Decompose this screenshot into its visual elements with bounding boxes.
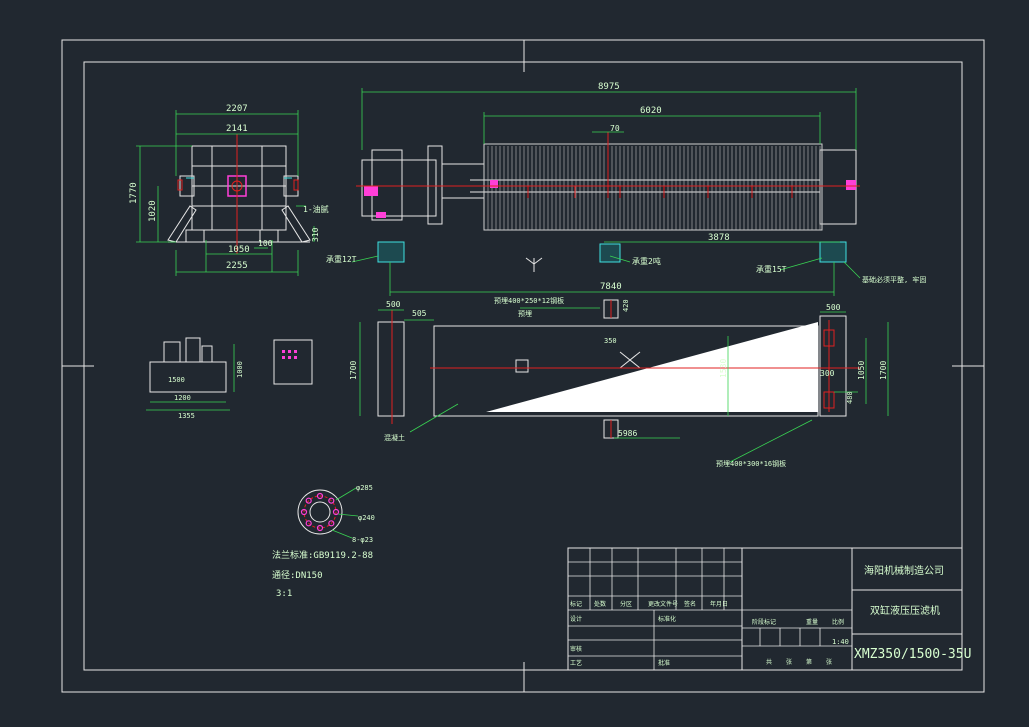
dim-350: 350 bbox=[604, 337, 617, 345]
flange-standard: 法兰标准:GB9119.2-88 bbox=[272, 549, 373, 561]
company-name: 海阳机械制造公司 bbox=[864, 564, 944, 577]
flange-pcd: φ240 bbox=[358, 514, 375, 522]
tb-bottom-2: 第 bbox=[806, 658, 812, 666]
tb-bottom-0: 共 bbox=[766, 658, 772, 666]
tb-mid-label-2: 比例 bbox=[832, 618, 844, 626]
dim-500-right: 500 bbox=[826, 303, 841, 312]
tb-mid-label-1: 重量 bbox=[806, 618, 818, 626]
flange-holes-dim: 8-φ23 bbox=[352, 536, 373, 544]
hydraulic-station: 1500 1000 1200 1355 bbox=[146, 337, 313, 420]
dim-2207: 2207 bbox=[226, 104, 248, 114]
filter-plate-pack bbox=[483, 143, 823, 231]
control-box bbox=[273, 339, 313, 385]
dim-1050: 1050 bbox=[857, 361, 866, 380]
dim-480: 480 bbox=[846, 391, 854, 404]
dim-1700-right: 1700 bbox=[879, 361, 888, 380]
inner-frame bbox=[83, 61, 963, 671]
dim-310: 310 bbox=[311, 227, 320, 242]
flange-dn: 通径:DN150 bbox=[272, 569, 323, 581]
load-mid: 承重2吨 bbox=[632, 256, 661, 266]
flange-outer bbox=[297, 489, 343, 535]
load-right: 承重15T bbox=[756, 264, 787, 274]
concrete-note: 混凝土 bbox=[384, 433, 405, 442]
dim-5986: 5986 bbox=[618, 429, 637, 438]
foundation-right bbox=[819, 241, 847, 263]
dim-8975: 8975 bbox=[598, 82, 620, 92]
flange-detail: φ285 φ240 8-φ23 法兰标准:GB9119.2-88 通径:DN15… bbox=[272, 484, 375, 599]
dim-1770: 1770 bbox=[129, 182, 139, 204]
flange-scale: 3:1 bbox=[276, 589, 292, 599]
dim-3878: 3878 bbox=[708, 233, 730, 243]
embed-note: 预埋 bbox=[518, 309, 532, 318]
dim-1700-left: 1700 bbox=[349, 361, 358, 380]
tank-height: 1000 bbox=[236, 361, 244, 378]
tb-row-label-3: 更改文件号 bbox=[648, 600, 678, 608]
model-number: XMZ350/1500-35U bbox=[854, 647, 971, 662]
tb-bottom-1: 张 bbox=[786, 658, 792, 666]
tb-left-label-2: 审核 bbox=[570, 645, 582, 653]
dim-2141: 2141 bbox=[226, 124, 248, 134]
dim-100: 100 bbox=[258, 239, 273, 248]
front-view: 8975 6020 70 3878 7840 承重12T 承重2吨 承重15T … bbox=[326, 82, 926, 296]
oil-note: 1-油腻 bbox=[303, 204, 329, 214]
dim-6020: 6020 bbox=[640, 106, 662, 116]
embed-plate-bottom: 预埋400*300*16钢板 bbox=[716, 459, 786, 468]
flange-bolt-holes bbox=[300, 492, 340, 532]
tb-row-label-5: 年月日 bbox=[710, 600, 728, 608]
tank-width2: 1355 bbox=[178, 412, 195, 420]
tank-width1: 1200 bbox=[174, 394, 191, 402]
magenta-markers bbox=[364, 180, 856, 218]
dim-7840: 7840 bbox=[600, 282, 622, 292]
foundation-mid bbox=[599, 243, 621, 263]
product-name: 双缸液压压滤机 bbox=[870, 604, 940, 617]
filter-plates bbox=[487, 146, 821, 230]
tb-row-label-1: 处数 bbox=[594, 600, 606, 608]
tb-left-label-1: 标准化 bbox=[658, 615, 676, 623]
side-frame bbox=[191, 145, 287, 231]
tb-left-label-0: 设计 bbox=[570, 615, 582, 623]
tb-row-label-2: 分区 bbox=[620, 600, 632, 608]
foundation-note: 基础必须平整, 牢固 bbox=[862, 275, 926, 284]
scale-value: 1:40 bbox=[832, 638, 849, 646]
dim-1530: 1530 bbox=[719, 359, 728, 378]
embed-plate-top: 预埋400*250*12钢板 bbox=[494, 296, 564, 305]
tb-mid-label-0: 阶段标记 bbox=[752, 618, 776, 626]
dim-70: 70 bbox=[610, 124, 620, 133]
tb-left-label-4: 批准 bbox=[658, 659, 670, 667]
tank-label: 1500 bbox=[168, 376, 185, 384]
side-view: 2207 2141 1770 1020 1050 100 2255 310 1-… bbox=[129, 104, 329, 276]
tb-row-label-0: 标记 bbox=[570, 600, 582, 608]
title-block: 海阳机械制造公司 双缸液压压滤机 XMZ350/1500-35U 1:40 标记… bbox=[567, 547, 971, 671]
dim-420: 420 bbox=[622, 299, 630, 312]
head-assembly bbox=[361, 159, 437, 217]
dim-1020: 1020 bbox=[148, 200, 158, 222]
dim-2255: 2255 bbox=[226, 261, 248, 271]
plan-right-pad bbox=[819, 315, 847, 417]
pit-slope bbox=[486, 322, 818, 412]
tb-row-label-4: 签名 bbox=[684, 600, 696, 608]
dim-505: 505 bbox=[412, 309, 427, 318]
oil-tank bbox=[149, 361, 227, 393]
dim-300: 300 bbox=[820, 369, 835, 378]
load-left: 承重12T bbox=[326, 254, 357, 264]
dim-1050: 1050 bbox=[228, 245, 250, 255]
plan-view: 500 505 1700 1530 500 1050 1700 300 480 … bbox=[349, 296, 889, 468]
plan-left-pad bbox=[377, 321, 405, 417]
dim-500-left: 500 bbox=[386, 300, 401, 309]
tb-bottom-3: 张 bbox=[826, 658, 832, 666]
foundation-left bbox=[377, 241, 405, 263]
tb-left-label-3: 工艺 bbox=[570, 659, 582, 667]
flange-outer-dia: φ285 bbox=[356, 484, 373, 492]
